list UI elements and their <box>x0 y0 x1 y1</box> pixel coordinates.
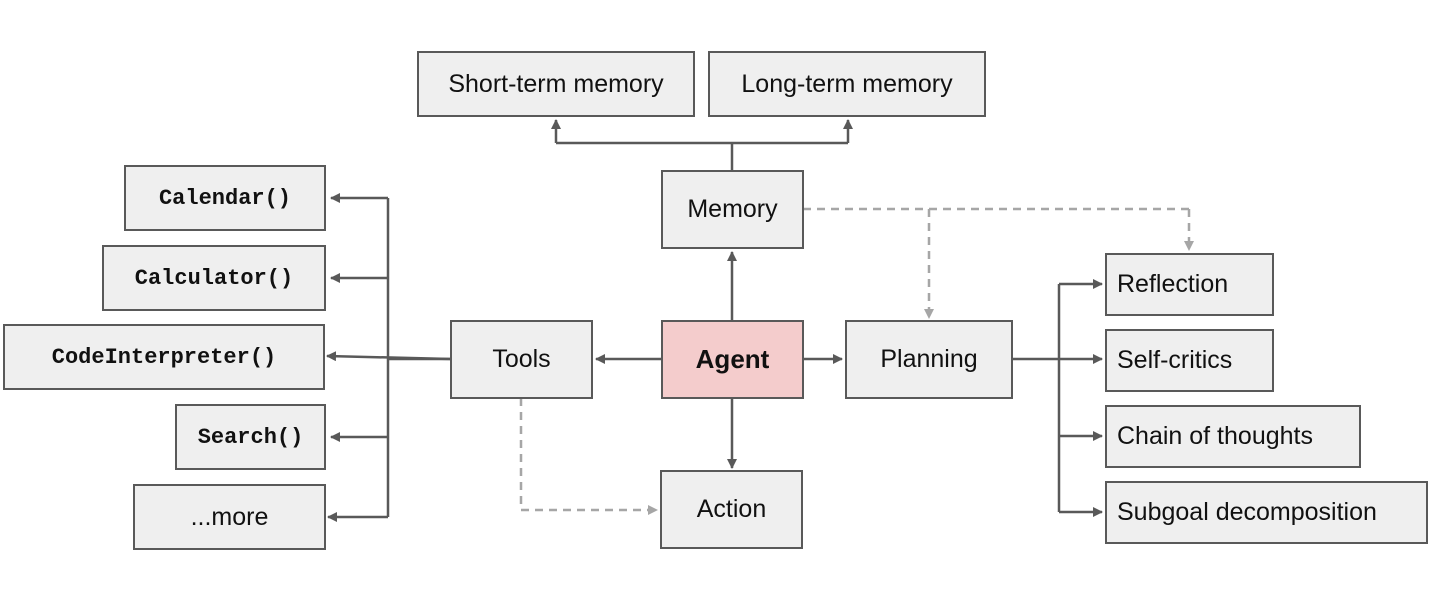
more-tools-box: ...more <box>133 484 326 550</box>
calculator-tool-box: Calculator() <box>102 245 326 311</box>
tools-box: Tools <box>450 320 593 399</box>
agent-box: Agent <box>661 320 804 399</box>
self-critics-box: Self-critics <box>1105 329 1274 392</box>
short-term-memory-box: Short-term memory <box>417 51 695 117</box>
edge-tools-to-functions <box>326 193 452 522</box>
edge-memory-to-planning-dashed <box>803 207 1194 319</box>
long-term-memory-box: Long-term memory <box>708 51 986 117</box>
code-interpreter-tool-box: CodeInterpreter() <box>3 324 325 390</box>
calendar-tool-box: Calendar() <box>124 165 326 231</box>
action-box: Action <box>660 470 803 549</box>
search-tool-box: Search() <box>175 404 326 470</box>
subgoal-decomposition-box: Subgoal decomposition <box>1105 481 1428 544</box>
edge-memory-to-memory-types <box>551 119 853 170</box>
memory-box: Memory <box>661 170 804 249</box>
edge-tools-to-action-dashed <box>519 398 658 515</box>
reflection-box: Reflection <box>1105 253 1274 316</box>
planning-box: Planning <box>845 320 1013 399</box>
edge-planning-to-techniques <box>1013 279 1103 517</box>
chain-of-thoughts-box: Chain of thoughts <box>1105 405 1361 468</box>
